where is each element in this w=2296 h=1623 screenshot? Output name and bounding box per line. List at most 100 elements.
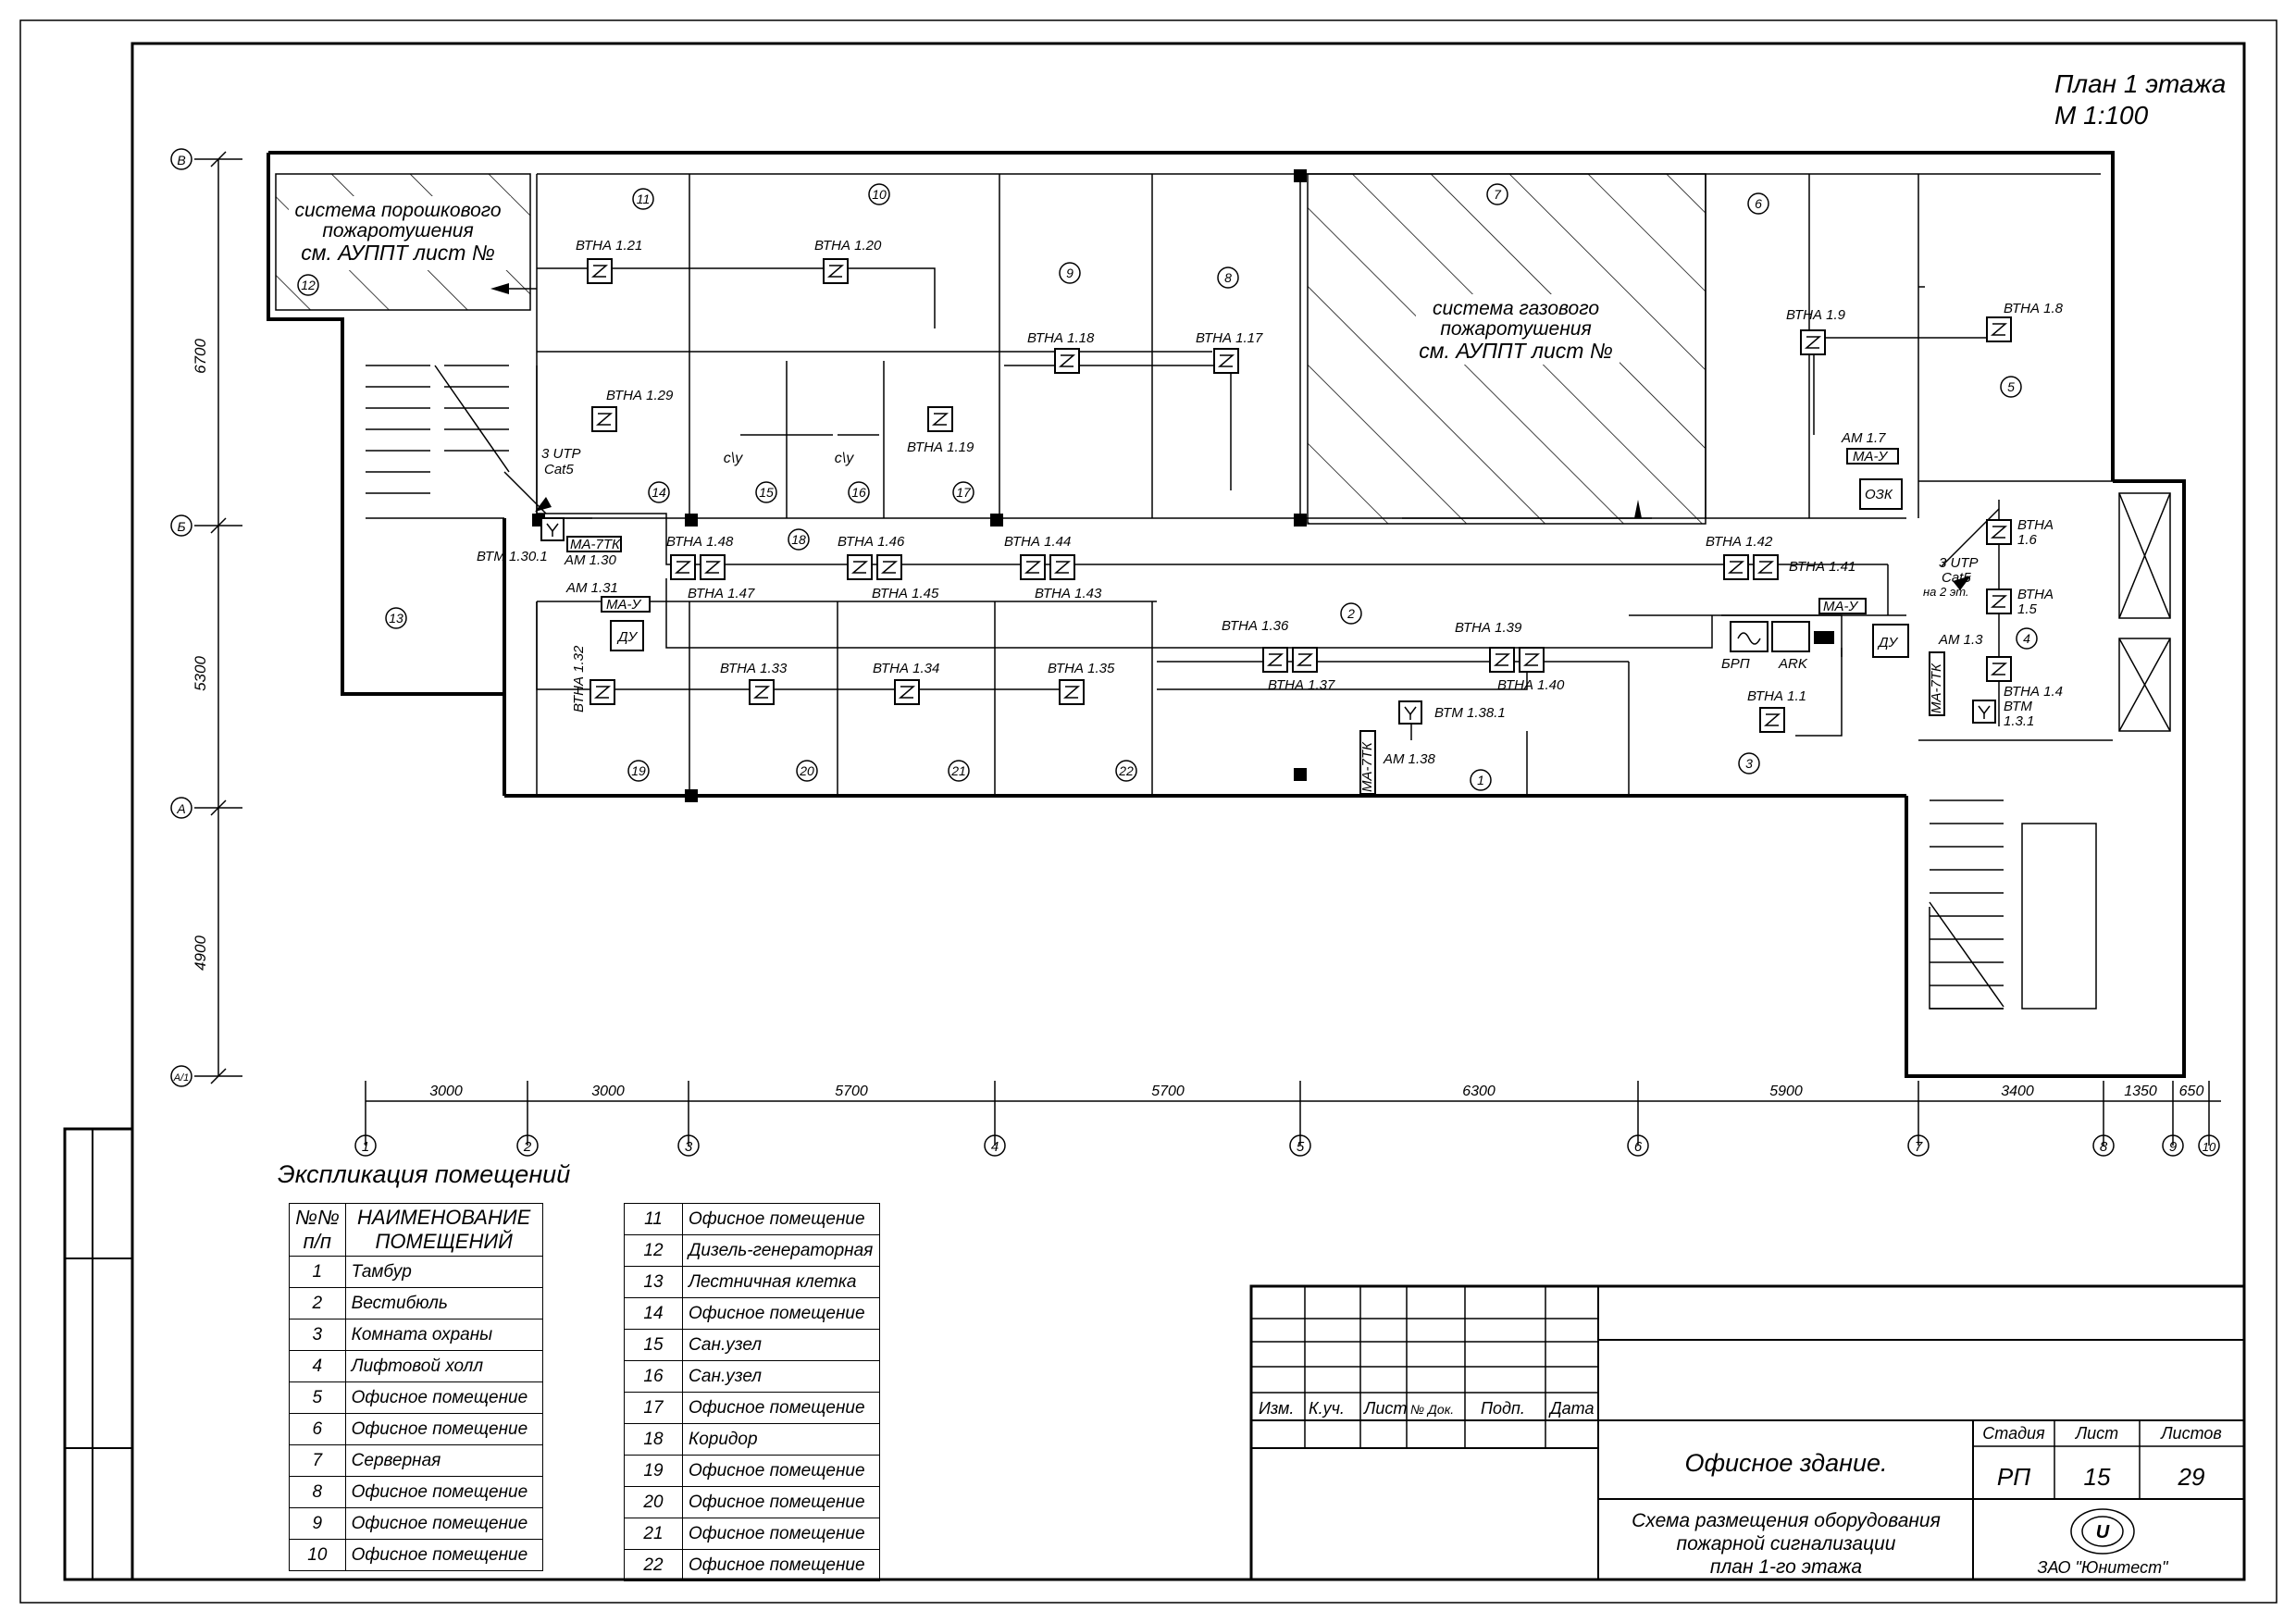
dim-v-5300: 5300 (192, 656, 209, 691)
detector-icon (1292, 647, 1318, 673)
company-logo-icon: U (2070, 1508, 2135, 1555)
detector-icon (1723, 554, 1749, 580)
axis-a1: А/1 (173, 1072, 190, 1084)
room-7: 7 (1494, 187, 1502, 202)
tb-izm: Изм. (1259, 1399, 1294, 1418)
gas-note-3: см. АУППТ лист № (1419, 339, 1613, 363)
room-12: 12 (301, 278, 316, 292)
mau-left: МА-У (606, 597, 641, 613)
powder-note-2: пожаротушения (322, 220, 473, 242)
lbl-v17: ВТНА 1.17 (1196, 330, 1263, 346)
lbl-v18: ВТНА 1.18 (1027, 330, 1095, 346)
detector-icon (591, 406, 617, 432)
mau-top-right: МА-У (1853, 449, 1888, 465)
lbl-v20: ВТНА 1.20 (814, 238, 882, 254)
smoke-detectors (540, 258, 2012, 733)
lbl-v45: ВТНА 1.45 (872, 586, 939, 601)
axis-9: 9 (2169, 1139, 2178, 1155)
tb-sheet-name-2: пожарной сигнализации (1677, 1533, 1896, 1555)
room-2: 2 (1347, 606, 1355, 621)
heat-detector-icon (1398, 700, 1422, 725)
room-15: 15 (759, 485, 774, 500)
utp-left-2: Cat5 (544, 462, 574, 477)
detector-icon (1753, 554, 1779, 580)
lbl-am138: АМ 1.38 (1383, 751, 1436, 767)
dim-h-6: 5900 (1769, 1084, 1803, 1099)
room-8: 8 (1224, 270, 1232, 285)
tb-sheets-total: 29 (2178, 1463, 2205, 1491)
ark-label: ARK (1778, 656, 1808, 672)
room-19: 19 (631, 763, 646, 778)
detector-icon (847, 554, 873, 580)
detector-icon (1049, 554, 1075, 580)
axis-4: 4 (991, 1139, 999, 1155)
dim-h-1: 3000 (429, 1084, 463, 1099)
detector-icon (1020, 554, 1046, 580)
lbl-v47: ВТНА 1.47 (688, 586, 755, 601)
room-10: 10 (872, 187, 887, 202)
axis-7: 7 (1915, 1139, 1923, 1155)
ozk-label: ОЗК (1865, 487, 1893, 502)
axis-3: 3 (685, 1139, 693, 1155)
room-5: 5 (2007, 379, 2015, 394)
dim-h-3: 5700 (835, 1084, 868, 1099)
lbl-v5b: 1.5 (2017, 601, 2038, 617)
room-9: 9 (1066, 266, 1074, 280)
room-17: 17 (956, 485, 972, 500)
axis-v: В (177, 153, 185, 167)
tb-list: Лист (1363, 1399, 1407, 1418)
lbl-v21: ВТНА 1.21 (576, 238, 642, 254)
mau-right: МА-У (1823, 599, 1858, 614)
lbl-v8: ВТНА 1.8 (2004, 301, 2064, 316)
device-labels: ВТНА 1.21 ВТНА 1.20 ВТНА 1.18 ВТНА 1.17 … (477, 238, 2064, 767)
axis-a: А (176, 801, 185, 816)
ma7tk-right: МА-7ТК (1929, 663, 1944, 713)
title-block-grid (1249, 1284, 2246, 1581)
room-6: 6 (1755, 196, 1762, 211)
detector-icon (1059, 679, 1085, 705)
tb-sheet-name-3: план 1-го этажа (1710, 1556, 1862, 1578)
room-1: 1 (1477, 773, 1484, 787)
tb-kuch: К.уч. (1309, 1399, 1345, 1418)
room-numbers (297, 183, 2038, 791)
detector-icon (1986, 519, 2012, 545)
detector-icon (590, 679, 615, 705)
room-4: 4 (2023, 631, 2030, 646)
detector-icon (1986, 316, 2012, 342)
detector-icon (1213, 348, 1239, 374)
tb-object: Офисное здание. (1684, 1449, 1887, 1477)
vertical-dimensions: 6700 5300 4900 (192, 151, 242, 1084)
tb-sheet-name-1: Схема размещения оборудования (1632, 1510, 1941, 1531)
lbl-v48: ВТНА 1.48 (666, 534, 734, 550)
detector-icon (700, 554, 726, 580)
room-13: 13 (389, 611, 403, 626)
building-walls (267, 151, 2186, 1078)
brp-label: БРП (1721, 656, 1750, 672)
dim-h-5: 6300 (1462, 1084, 1496, 1099)
lbl-v42: ВТНА 1.42 (1706, 534, 1773, 550)
axis-8: 8 (2100, 1139, 2108, 1155)
detector-icon (1489, 647, 1515, 673)
utp-left-1: 3 UTP (541, 446, 581, 462)
utp-right-1: 3 UTP (1939, 555, 1979, 571)
detector-icon (1800, 329, 1826, 355)
dim-h-8: 1350 (2124, 1084, 2157, 1099)
horizontal-dimensions: 3000 3000 5700 5700 6300 5900 3400 1350 … (365, 1081, 2221, 1146)
room-21: 21 (950, 763, 966, 778)
detector-icon (823, 258, 849, 284)
axis-6: 6 (1634, 1139, 1643, 1155)
lbl-v36: ВТНА 1.36 (1222, 618, 1289, 634)
lbl-am13: АМ 1.3 (1938, 632, 1983, 648)
